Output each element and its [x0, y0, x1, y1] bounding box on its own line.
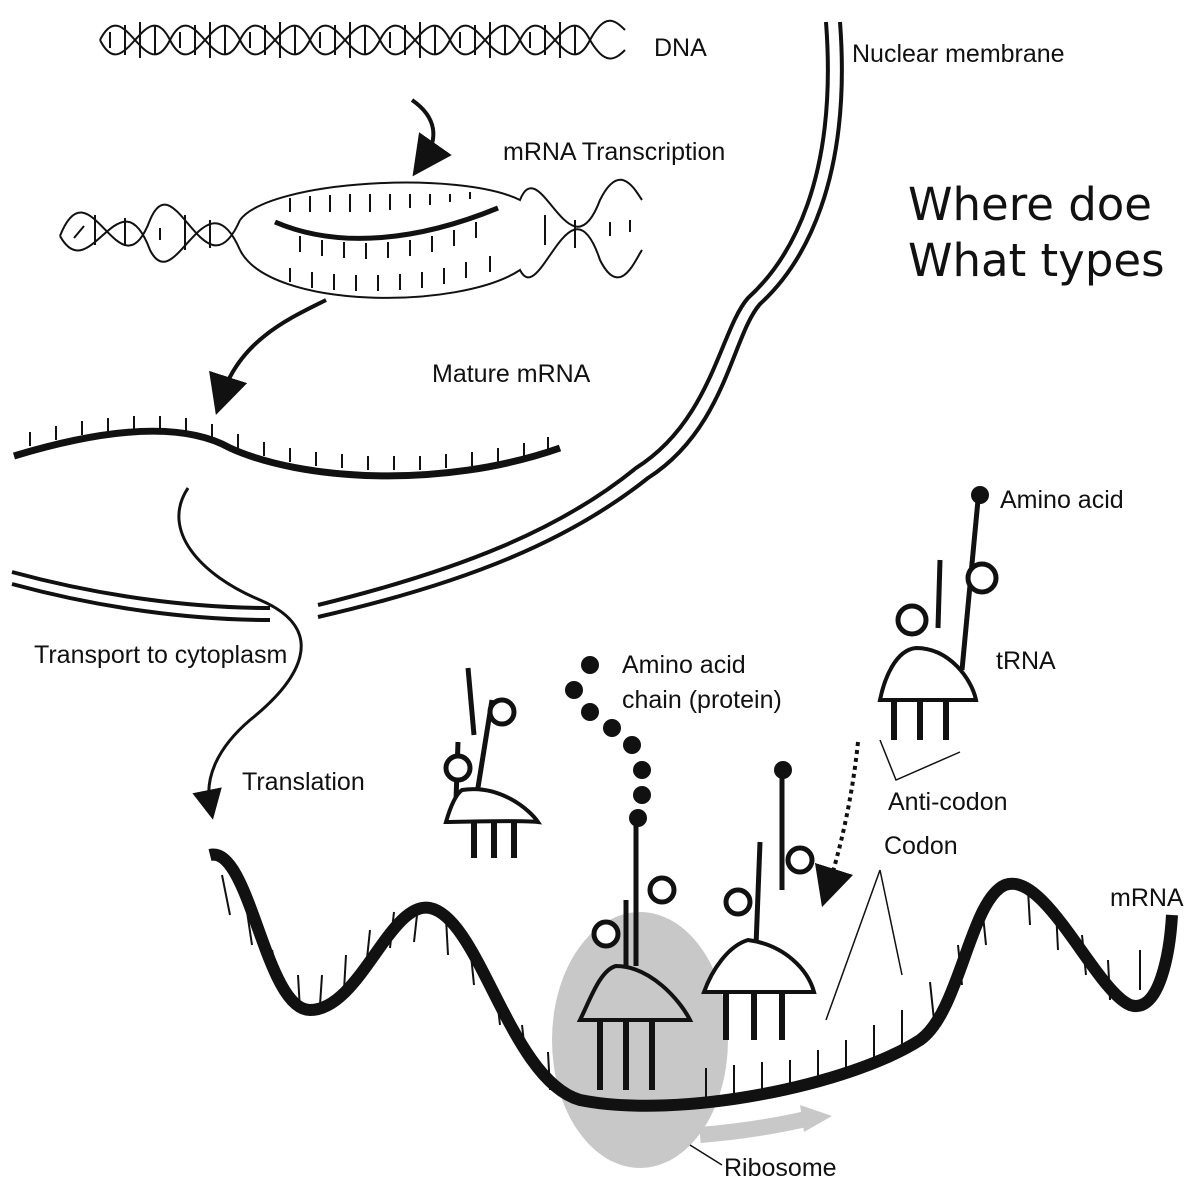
label-nuclear-membrane: Nuclear membrane [852, 40, 1065, 69]
amino-acid-on-trna-right [774, 761, 792, 779]
transcription-bubble [60, 180, 642, 298]
label-amino-acid-chain-2: chain (protein) [622, 686, 782, 715]
amino-acid-chain [565, 656, 651, 827]
label-dna: DNA [654, 34, 707, 63]
label-amino-acid: Amino acid [1000, 486, 1124, 515]
question-line-2: What types [908, 234, 1165, 288]
arrow-to-mature-mrna [222, 300, 326, 396]
label-translation: Translation [242, 768, 365, 797]
label-anti-codon: Anti-codon [888, 788, 1008, 817]
ribosome [552, 912, 832, 1168]
label-mrna: mRNA [1110, 884, 1184, 913]
label-trna: tRNA [996, 647, 1056, 676]
label-mrna-transcription: mRNA Transcription [503, 138, 725, 167]
dna-helix [100, 21, 625, 59]
pointer-lines [826, 740, 960, 1020]
arrow-dna-to-transcription [412, 100, 433, 160]
label-codon: Codon [884, 832, 958, 861]
label-ribosome: Ribosome [724, 1154, 837, 1183]
amino-acid-on-trna-incoming [971, 486, 989, 504]
trna-left [446, 668, 538, 858]
mature-mrna-strand [14, 416, 560, 476]
question-line-1: Where doe [908, 178, 1152, 232]
label-transport-to-cytoplasm: Transport to cytoplasm [34, 641, 287, 670]
trna-incoming [880, 500, 996, 740]
label-amino-acid-chain-1: Amino acid [622, 651, 746, 680]
label-mature-mrna: Mature mRNA [432, 360, 590, 389]
